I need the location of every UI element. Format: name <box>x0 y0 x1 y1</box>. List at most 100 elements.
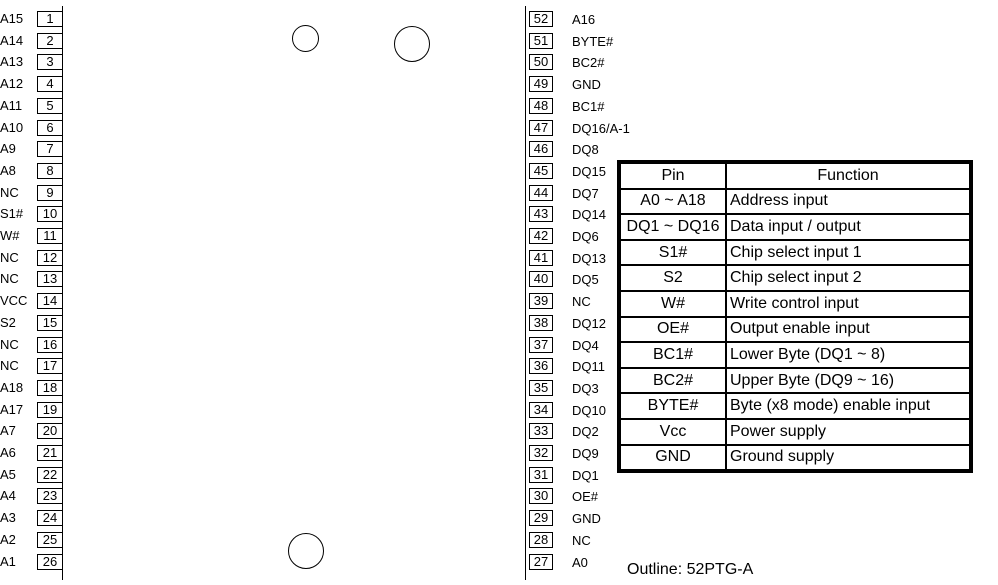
right-pin-number: 48 <box>529 97 553 114</box>
left-pin-label: A17 <box>0 401 24 417</box>
left-pin-number: 1 <box>37 11 63 27</box>
right-pin-label: A16 <box>572 12 596 27</box>
right-pin-number: 44 <box>529 184 553 201</box>
left-pin-label: NC <box>0 271 19 287</box>
right-pin-label: DQ15 <box>572 163 606 179</box>
right-pin-label: DQ11 <box>572 359 605 375</box>
table-row: W#Write control input <box>618 289 972 318</box>
left-pin-number: 26 <box>37 553 63 570</box>
left-pin-number: 10 <box>37 206 63 223</box>
left-pin-label: A4 <box>0 488 16 504</box>
right-pin-label: DQ13 <box>572 250 606 266</box>
left-pin-number: 14 <box>37 293 63 310</box>
right-pin-label: NC <box>572 294 591 310</box>
left-pin-label: A15 <box>0 11 24 26</box>
right-pin-number: 34 <box>529 401 553 418</box>
table-cell-function: Byte (x8 mode) enable input <box>725 392 972 420</box>
left-pin-number: 21 <box>37 445 63 461</box>
table-row: BYTE#Byte (x8 mode) enable input <box>618 392 972 420</box>
right-pin-number: 38 <box>529 314 553 331</box>
table-cell-function: Chip select input 1 <box>725 238 972 267</box>
right-pin-number: 50 <box>529 54 553 71</box>
left-pin-number: 24 <box>37 510 63 527</box>
left-pin-label: NC <box>0 249 19 265</box>
right-pin-label: DQ14 <box>572 207 606 223</box>
right-pin-label: DQ5 <box>572 272 599 288</box>
right-pin-label: DQ12 <box>572 315 606 331</box>
left-pin-number: 6 <box>37 119 63 136</box>
left-pin-label: W# <box>0 228 20 243</box>
left-pin-label: S1# <box>0 206 24 222</box>
left-pin-label: VCC <box>0 293 28 309</box>
table-cell-pin: BC1# <box>618 341 727 369</box>
right-pin-number: 52 <box>529 11 553 27</box>
right-pin-number: 32 <box>529 445 553 461</box>
left-pin-label: NC <box>0 336 19 352</box>
right-pin-label: GND <box>572 77 601 93</box>
right-pin-number: 30 <box>529 488 553 505</box>
left-pin-number: 13 <box>37 271 63 288</box>
left-pin-label: NC <box>0 184 19 200</box>
table-cell-pin: W# <box>618 289 727 318</box>
right-pin-number: 39 <box>529 293 553 310</box>
left-pin-number: 4 <box>37 76 63 93</box>
left-pin-label: A9 <box>0 141 16 157</box>
left-pin-label: A3 <box>0 510 16 526</box>
outline-label: Outline: 52PTG-A <box>627 561 754 578</box>
right-pin-number: 45 <box>529 162 553 179</box>
left-pin-label: A12 <box>0 76 24 92</box>
table-cell-pin: DQ1 ~ DQ16 <box>618 213 727 241</box>
right-pin-label: BYTE# <box>572 33 614 49</box>
left-pin-number: 16 <box>37 336 63 353</box>
left-pin-label: A1 <box>0 553 16 569</box>
left-pin-number: 5 <box>37 97 63 114</box>
right-pin-number: 42 <box>529 228 553 244</box>
right-pin-label: DQ4 <box>572 337 599 353</box>
table-cell-pin: BC2# <box>618 366 727 395</box>
right-pin-number: 27 <box>529 553 553 570</box>
right-pin-number: 36 <box>529 358 553 375</box>
left-pin-label: A2 <box>0 531 16 547</box>
right-pin-number: 31 <box>529 466 553 483</box>
left-pin-label: A6 <box>0 445 16 460</box>
right-pin-number: 35 <box>529 379 553 396</box>
left-pin-label: NC <box>0 358 19 374</box>
table-row: OE#Output enable input <box>618 315 972 344</box>
table-row: BC1#Lower Byte (DQ1 ~ 8) <box>618 341 972 369</box>
left-pin-number: 11 <box>37 228 63 244</box>
table-cell-pin: Vcc <box>618 417 727 446</box>
ejector-mark-bottom <box>288 533 324 569</box>
table-cell-pin: S2 <box>618 264 727 292</box>
left-pin-number: 25 <box>37 531 63 548</box>
left-pin-label: A10 <box>0 119 24 135</box>
left-pin-number: 7 <box>37 141 63 158</box>
left-pin-number: 19 <box>37 401 63 418</box>
right-pin-number: 49 <box>529 76 553 93</box>
right-pin-number: 28 <box>529 531 553 548</box>
table-header-row: Pin Function <box>618 161 972 190</box>
table-cell-function: Data input / output <box>725 213 972 241</box>
left-pin-label: A14 <box>0 32 24 48</box>
right-pin-label: GND <box>572 511 601 527</box>
left-pin-label: A11 <box>0 97 23 113</box>
right-pin-label: DQ7 <box>572 185 599 201</box>
table-row: BC2#Upper Byte (DQ9 ~ 16) <box>618 366 972 395</box>
right-pin-label: BC2# <box>572 55 605 71</box>
table-cell-function: Power supply <box>725 417 972 446</box>
pin1-marker-circle <box>292 25 319 52</box>
left-pin-number: 18 <box>37 379 63 396</box>
left-pin-number: 23 <box>37 488 63 505</box>
table-cell-function: Chip select input 2 <box>725 264 972 292</box>
left-pin-number: 9 <box>37 184 63 201</box>
header-pin: Pin <box>618 161 727 190</box>
left-pin-number: 2 <box>37 32 63 49</box>
right-pin-label: DQ6 <box>572 229 599 244</box>
right-pin-label: DQ1 <box>572 467 599 483</box>
right-pin-label: DQ3 <box>572 380 599 396</box>
right-pin-label: A0 <box>572 554 588 570</box>
chip-body <box>62 6 526 580</box>
table-cell-pin: S1# <box>618 238 727 267</box>
